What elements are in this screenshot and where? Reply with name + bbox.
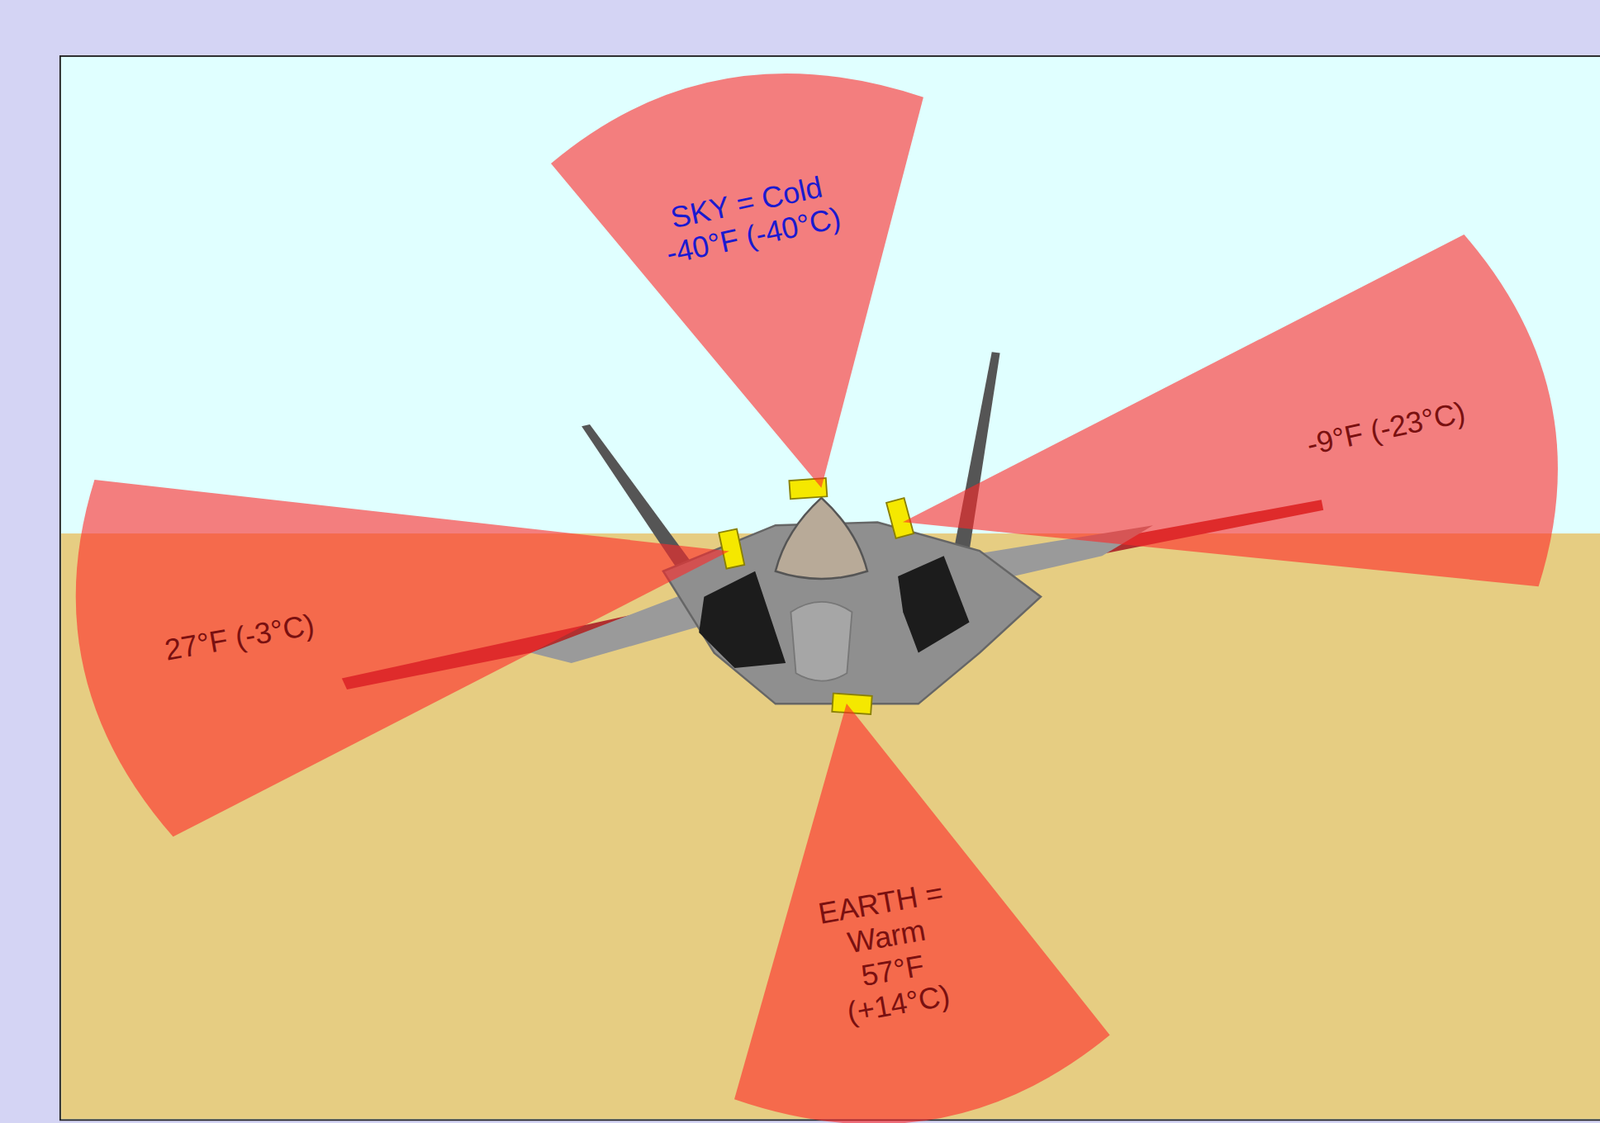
sensor-cone: -9°F (-23°C) (902, 234, 1600, 587)
cone-fill (734, 703, 1111, 1123)
cone-fill (550, 73, 924, 489)
temperature-label: EARTH = Warm 57°F (+14°C) (804, 873, 975, 1035)
cone-shape (33, 479, 730, 837)
cone-shape (550, 27, 924, 489)
cone-fill (75, 479, 730, 837)
sensor-marks (718, 478, 914, 715)
sensor-cone: EARTH = Warm 57°F (+14°C) (734, 703, 1111, 1123)
sensor-cone: SKY = Cold -40°F (-40°C) (550, 27, 924, 489)
cone-fill (902, 234, 1558, 587)
cone-shape (902, 234, 1600, 587)
sensor-cone: 27°F (-3°C) (33, 479, 730, 837)
